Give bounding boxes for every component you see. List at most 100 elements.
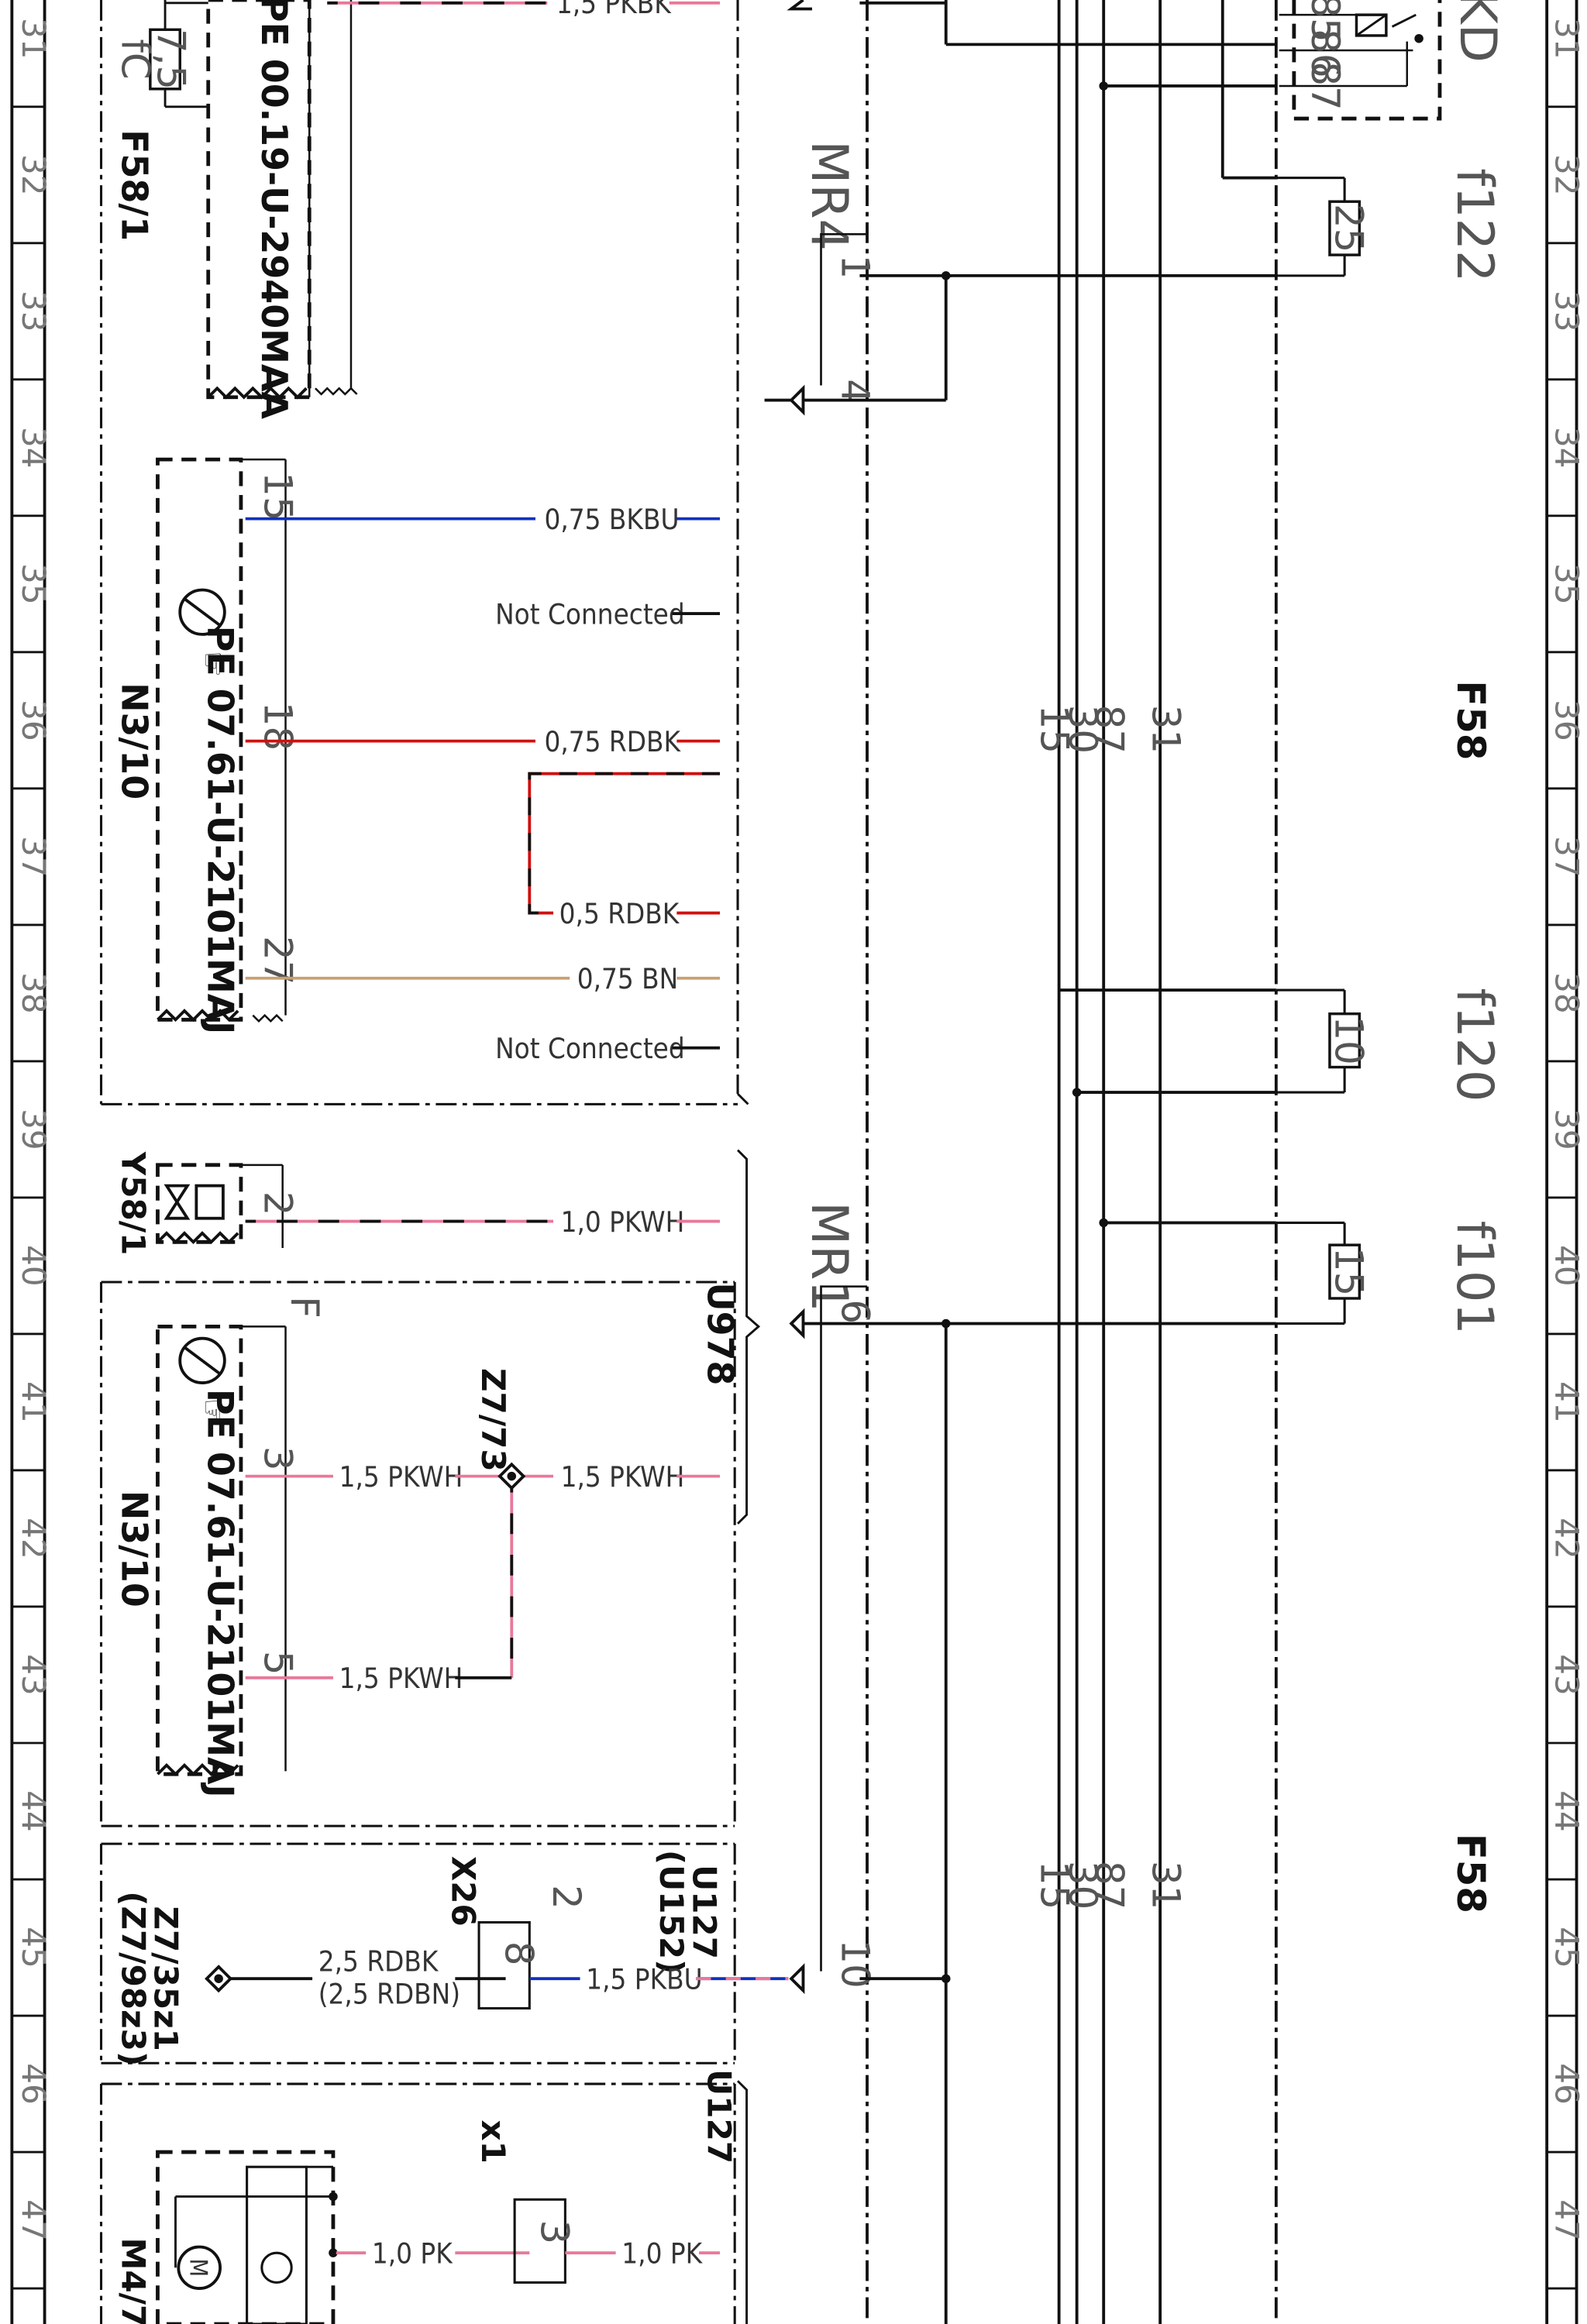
bus-label-31: 31 <box>1144 705 1189 754</box>
pin-5: 5 <box>256 1651 301 1676</box>
relay-pin-87: 87 <box>1303 61 1348 110</box>
grid-number: 37 <box>15 836 53 878</box>
x26-pin-2: 2 <box>544 1885 589 1910</box>
x26-label: X26 <box>444 1856 482 1927</box>
wire-pkwh-1: 1,0 PKWH <box>245 1205 720 1239</box>
m4-7-label: M4/7 <box>114 2238 152 2324</box>
x26-pin-8: 8 <box>497 1941 542 1966</box>
grid-number: 37 <box>1548 836 1586 878</box>
grid-number: 39 <box>15 1109 53 1150</box>
grid-number: 36 <box>15 700 53 741</box>
grid-number: 47 <box>15 2199 53 2241</box>
pin-2: 2 <box>256 1191 301 1216</box>
wire-rdbk-x26-label: 2,5 RDBK <box>318 1945 439 1978</box>
u978-enclosure <box>99 1281 736 1827</box>
not-connected-1: Not Connected <box>495 598 685 631</box>
wire-bkbu: 0,75 BKBU <box>245 503 720 536</box>
grid-number: 36 <box>1548 700 1586 741</box>
relay-pin-85: 85 <box>1303 0 1348 43</box>
grid-number: 41 <box>1548 1381 1586 1423</box>
wire-pkbk-label: 1,5 PKBK <box>556 0 672 20</box>
grid-number: 40 <box>15 1245 53 1287</box>
fuse-box-label-upper: F58 <box>1448 680 1493 760</box>
pe-00-19-component: PE 00.19-U-2940MAA <box>206 0 358 419</box>
y58-1-label: Y58/1 <box>114 1151 152 1256</box>
mr1-connector: MR1 6 10 <box>789 271 1276 2324</box>
grid-number: 33 <box>15 290 53 332</box>
mr1-pin-6: 6 <box>832 1299 877 1324</box>
u978-label: U978 <box>700 1282 742 1385</box>
wires-pkwh-splice: 1,5 PKWH 1,5 PKWH 1,5 PKWH Z7/73 <box>245 1368 720 1695</box>
relay-pin-86: 86 <box>1303 29 1348 77</box>
grid-number: 33 <box>1548 290 1586 332</box>
svg-text:M: M <box>184 2258 212 2277</box>
wire-rdbk-2: 0,5 RDBK <box>528 772 720 930</box>
power-buses <box>945 0 1276 2324</box>
fuse-f120: 10 f120 <box>1275 988 1503 1102</box>
frame <box>10 0 1578 2324</box>
grid-number: 44 <box>1548 1790 1586 1832</box>
grid-number: 42 <box>15 1518 53 1559</box>
pe-07-61-ref-b: PE 07.61-U-2101MAJ <box>200 1389 242 1798</box>
grid-number: 42 <box>1548 1518 1586 1559</box>
wire-bkbu-label: 0,75 BKBU <box>545 503 680 536</box>
fuse-f101: 15 f101 <box>1275 1221 1503 1335</box>
wire-pk2-label: 1,0 PK <box>621 2237 703 2271</box>
wire-pkbu: 1,5 PKBU <box>529 1963 789 1996</box>
pin-18: 18 <box>256 702 301 751</box>
u127-u152-label: U127 <box>685 1865 723 1959</box>
wire-pkwh1-label: 1,0 PKWH <box>561 1205 685 1239</box>
wire-rdbn-x26-label: (2,5 RDBN) <box>318 1978 460 2011</box>
x1-pin-3: 3 <box>532 2220 577 2245</box>
z7-35z1-splice: Z7/35z1 (Z7/98z3) <box>114 1891 313 2066</box>
pin-3: 3 <box>256 1446 301 1471</box>
pe-07-61-ref-a: PE 07.61-U-2101MAJ <box>200 626 242 1035</box>
grid-number: 38 <box>1548 972 1586 1014</box>
fuse-f122-label: f122 <box>1445 168 1503 282</box>
fuse-fc-label: fC <box>112 39 157 79</box>
fuse-f122-value: 25 <box>1327 204 1372 253</box>
z7-73-label: Z7/73 <box>474 1368 512 1472</box>
grid-number: 34 <box>15 427 53 469</box>
u152-label: (U152) <box>652 1850 690 1974</box>
n3-10-upper-component: ☞ PE 07.61-U-2101MAJ N3/10 15 18 27 <box>113 457 301 1035</box>
grid-number: 43 <box>1548 1654 1586 1696</box>
pin-f: F <box>282 1296 327 1318</box>
grid-number: 43 <box>15 1654 53 1696</box>
pin-15: 15 <box>256 472 301 521</box>
hand-icon: ☞ <box>195 651 232 677</box>
grid-number: 34 <box>1548 427 1586 469</box>
n3-10-label-a: N3/10 <box>113 682 155 799</box>
relay-kd-label: KD <box>1448 0 1506 63</box>
wire-bn: 0,75 BN <box>245 962 720 995</box>
grid-number: 44 <box>15 1790 53 1832</box>
u127-bracket <box>737 2080 748 2324</box>
grid-number: 40 <box>1548 1245 1586 1287</box>
mr4-label: MR4 <box>800 140 858 251</box>
top-arrow <box>787 0 812 11</box>
u127-enclosure <box>99 2082 736 2324</box>
bus-label-87: 87 <box>1087 1861 1132 1910</box>
wire-pkbk: 1,5 PKBK <box>327 0 720 20</box>
wire-rdbk2-label: 0,5 RDBK <box>559 897 680 930</box>
pe-00-19-ref: PE 00.19-U-2940MAA <box>253 0 295 419</box>
hand-icon-lower: ☞ <box>195 1397 232 1424</box>
fuse-box-sub-label: F58/1 <box>113 129 155 241</box>
relay-kd: 85 86 87 KD <box>1279 0 1506 121</box>
grid-number: 39 <box>1548 1109 1586 1150</box>
u127-u152-enclosure <box>99 1842 736 2064</box>
u127-label: U127 <box>701 2069 738 2164</box>
bus-label-30: 30 <box>1060 1861 1105 1910</box>
fuse-f120-label: f120 <box>1445 988 1503 1102</box>
grid-number: 38 <box>15 972 53 1014</box>
mr1-pin-10: 10 <box>832 1939 877 1988</box>
grid-number: 47 <box>1548 2199 1586 2241</box>
bus-label-15: 15 <box>1032 1861 1077 1910</box>
fuse-f120-value: 10 <box>1327 1016 1372 1064</box>
n3-10-lower-component: ☞ PE 07.61-U-2101MAJ N3/10 F 3 5 <box>113 1296 327 1797</box>
enclosure-corner <box>737 1092 749 1105</box>
